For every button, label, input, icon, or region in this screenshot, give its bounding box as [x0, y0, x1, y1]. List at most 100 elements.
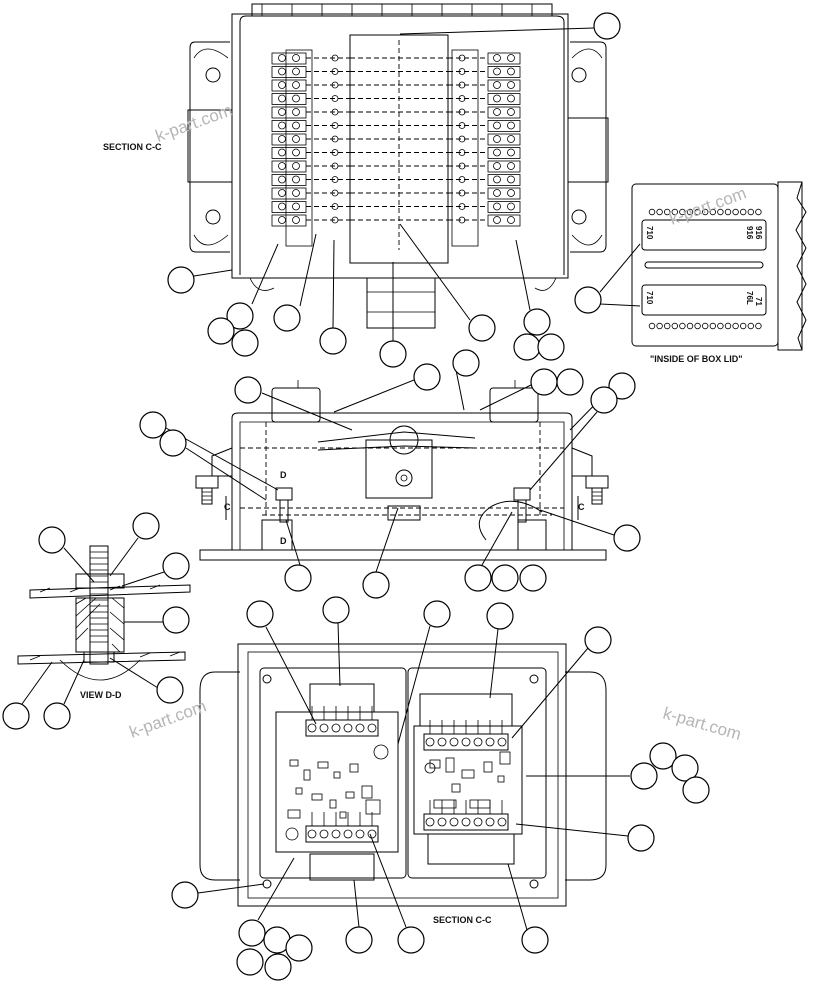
lid-hole	[671, 322, 678, 330]
callout-balloon	[139, 411, 167, 439]
terminal-block-right	[487, 214, 521, 227]
screw-icon	[507, 135, 515, 143]
lid-mark-upper-right-2: 916	[745, 226, 754, 240]
callout-balloon	[613, 524, 641, 552]
screw-icon	[507, 175, 515, 184]
leader-line	[121, 571, 165, 587]
lid-caption: "INSIDE OF BOX LID"	[650, 354, 743, 364]
callout-balloon	[156, 676, 184, 704]
lid-hole	[724, 208, 732, 216]
lid-mark-upper-right-1: 916	[754, 226, 763, 240]
screw-icon	[497, 737, 507, 747]
leader-line	[332, 239, 335, 329]
lid-hole	[686, 208, 694, 216]
screw-icon	[292, 202, 300, 211]
screw-icon	[292, 216, 300, 224]
callout-balloon	[207, 317, 235, 345]
terminal-block-right	[487, 93, 521, 105]
leader-line	[515, 239, 531, 311]
terminal-block-right	[487, 201, 521, 213]
terminal-strip	[305, 825, 379, 843]
screw-icon	[278, 67, 286, 76]
callout-balloon	[519, 564, 547, 592]
leader-lines	[21, 27, 641, 931]
watermark-bottom-right: k-part.com	[661, 704, 743, 744]
leader-line	[511, 647, 589, 739]
terminal-block-right	[487, 187, 521, 200]
pcb-component	[303, 769, 311, 781]
pcb-capacitor	[424, 762, 436, 774]
lid-hole	[702, 322, 709, 330]
screw-icon	[331, 829, 341, 839]
callout-balloon	[574, 286, 602, 314]
screw-icon	[292, 108, 300, 116]
leader-line	[515, 823, 629, 837]
callout-balloon	[537, 333, 565, 361]
callout-balloon	[284, 564, 312, 592]
leader-line	[529, 411, 598, 491]
callout-balloon	[171, 881, 199, 909]
terminal-block-right	[487, 66, 521, 78]
screw-icon	[331, 723, 341, 733]
lid-mark-upper-left: 710	[645, 226, 654, 240]
leader-line	[21, 661, 53, 705]
screw-icon	[292, 54, 300, 62]
screw-icon	[507, 202, 515, 211]
screw-icon	[319, 723, 329, 733]
screw-icon	[493, 67, 501, 76]
top-terminal-box	[187, 3, 609, 329]
view-dd-detail: VIEW D-D	[17, 545, 191, 700]
screw-icon	[493, 81, 501, 89]
screw-icon	[307, 723, 317, 733]
screw-icon	[497, 817, 507, 827]
screw-icon	[292, 148, 300, 157]
terminal-block-left	[271, 201, 307, 213]
screw-icon	[507, 189, 515, 197]
callout-balloon	[319, 327, 347, 355]
callout-balloon	[43, 702, 71, 730]
screw-icon	[278, 108, 286, 116]
pcb-capacitor	[373, 744, 389, 760]
screw-icon	[278, 202, 286, 211]
lid-hole	[679, 322, 686, 330]
terminal-block-right	[487, 133, 521, 146]
callout-balloon	[322, 596, 350, 624]
screw-icon	[292, 121, 300, 130]
screw-icon	[278, 135, 286, 143]
callout-balloon	[530, 368, 558, 396]
screw-icon	[278, 175, 286, 184]
lid-hole	[732, 208, 739, 216]
callout-balloon	[584, 626, 612, 654]
pcb-component	[289, 759, 299, 767]
screw-icon	[367, 723, 377, 733]
side-section-view: D D C C	[195, 380, 609, 561]
callout-balloon	[513, 333, 541, 361]
screw-icon	[507, 162, 515, 170]
screw-icon	[307, 829, 317, 839]
pcb-component	[345, 791, 355, 799]
lid-hole	[679, 208, 686, 216]
callout-balloon	[627, 824, 655, 852]
screw-icon	[425, 817, 435, 827]
leader-line	[399, 223, 471, 321]
terminal-block-right	[487, 79, 521, 92]
callout-balloons	[2, 12, 710, 981]
leader-line	[251, 243, 279, 305]
pcb-component	[483, 761, 493, 773]
screw-icon	[461, 737, 471, 747]
lid-mark-lower-right-1: 71	[754, 297, 763, 306]
screw-icon	[507, 148, 515, 157]
screw-icon	[493, 108, 501, 116]
pcb-component	[361, 785, 373, 799]
screw-icon	[493, 121, 501, 130]
terminal-block-left	[271, 120, 307, 132]
leader-line	[399, 27, 595, 35]
callout-balloon	[523, 308, 551, 336]
screw-icon	[278, 189, 286, 197]
mark-c-right: C	[578, 502, 585, 512]
leader-line	[265, 626, 317, 725]
screw-icon	[473, 737, 483, 747]
callout-balloon	[226, 302, 254, 330]
pcb-component	[433, 799, 457, 809]
lid-hole	[694, 322, 701, 330]
